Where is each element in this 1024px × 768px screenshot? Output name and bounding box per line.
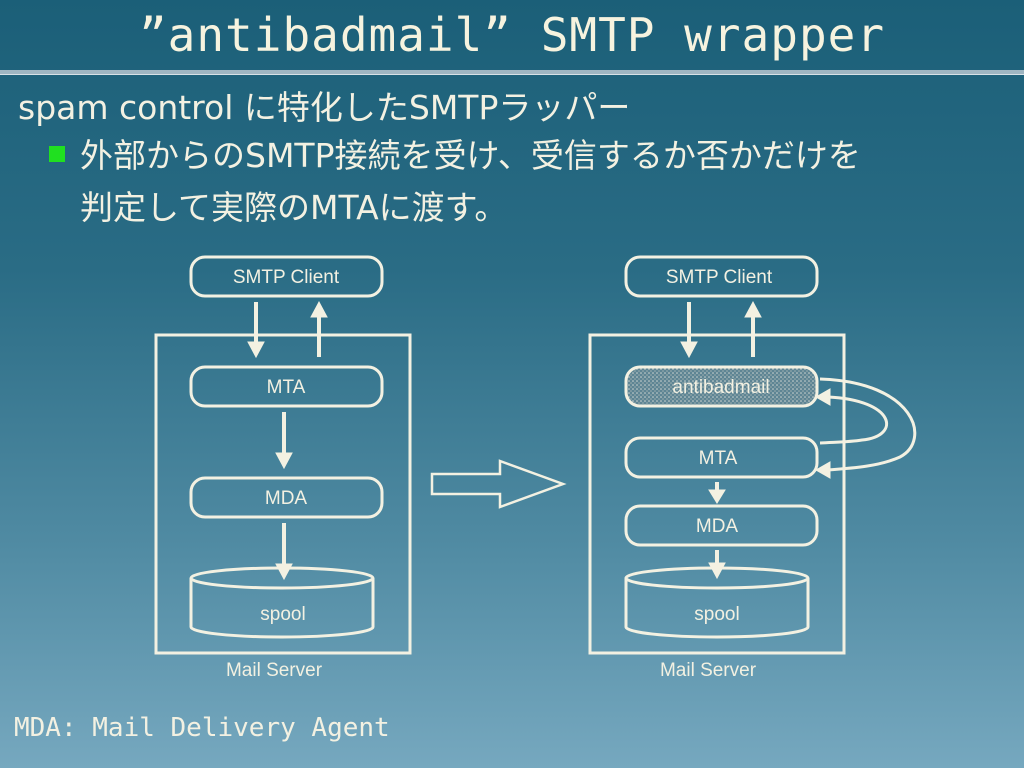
right-mail-server-label: Mail Server [660, 660, 757, 681]
left-mail-server-frame [154, 333, 412, 655]
heading-spam-control: spam control に特化したSMTPラッパー [18, 88, 631, 127]
right-mda-label: MDA [696, 516, 739, 537]
right-spool-label: spool [694, 604, 739, 625]
loop-arrow-inner-head [814, 388, 831, 406]
bullet-text-line-2: 判定して実際のMTAに渡す。 [80, 188, 508, 227]
bullet-text-line-1: 外部からのSMTP接続を受け、受信するか否かだけを [80, 136, 861, 175]
left-smtp-client-label: SMTP Client [233, 267, 340, 288]
left-spool-cylinder [189, 566, 375, 639]
left-spool-label: spool [260, 604, 305, 625]
right-mda-box [624, 504, 819, 547]
left-smtp-client-box [189, 255, 384, 298]
right-mta-box [624, 436, 819, 479]
bullet-square-icon [49, 146, 65, 162]
left-mda-label: MDA [265, 488, 308, 509]
antibadmail-box [624, 365, 819, 408]
slide-title: ”antibadmail” SMTP wrapper [138, 8, 886, 62]
left-mda-box [189, 476, 384, 519]
left-mta-box [189, 365, 384, 408]
title-divider [0, 70, 1024, 75]
loop-arrow-inner [819, 395, 889, 445]
right-mta-label: MTA [699, 448, 738, 469]
footnote-mda-definition: MDA: Mail Delivery Agent [14, 713, 390, 743]
right-smtp-client-label: SMTP Client [666, 267, 773, 288]
loop-arrow-outer-head [814, 461, 831, 479]
antibadmail-label: antibadmail [672, 377, 769, 398]
transition-arrow [430, 459, 567, 509]
left-mail-server-label: Mail Server [226, 660, 323, 681]
loop-arrow-outer [819, 377, 917, 472]
right-mail-server-frame [588, 333, 846, 655]
right-smtp-client-box [624, 255, 819, 298]
left-mta-label: MTA [267, 377, 306, 398]
